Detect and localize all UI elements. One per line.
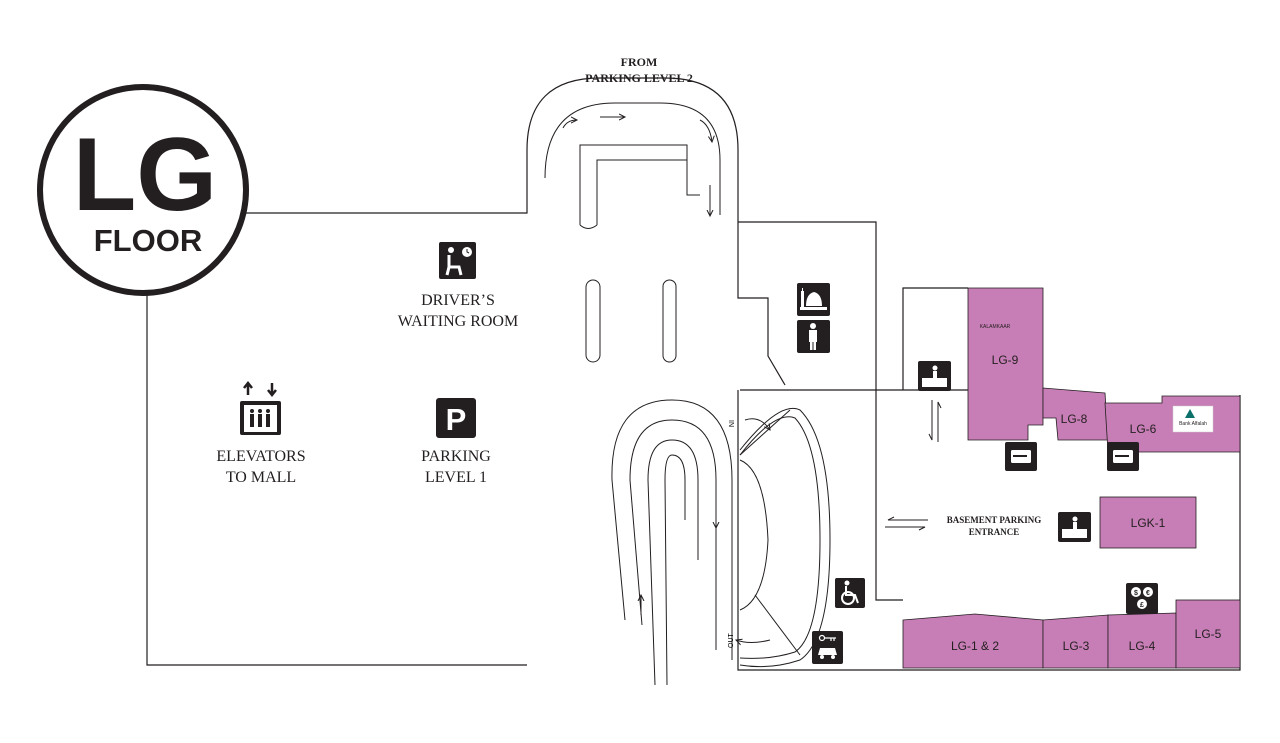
shop-label: LG-4 bbox=[1129, 639, 1156, 653]
parking-label-2: LEVEL 1 bbox=[425, 469, 487, 486]
parking-label-1: PARKING bbox=[421, 448, 491, 465]
currency-exchange-icon: $ € £ bbox=[1126, 583, 1158, 614]
svg-text:£: £ bbox=[1140, 602, 1144, 609]
basement-label-2: ENTRANCE bbox=[969, 527, 1020, 537]
mosque-icon bbox=[797, 283, 830, 316]
svg-text:€: € bbox=[1146, 590, 1150, 597]
from-parking-label-2: PARKING LEVEL 2 bbox=[585, 71, 693, 85]
shop-lgk-1[interactable]: LGK-1 bbox=[1099, 496, 1197, 549]
seated-person-clock-icon bbox=[439, 242, 476, 279]
shop-lg-9[interactable]: LG-9 KALAMKAAR bbox=[967, 287, 1044, 441]
parking-sign: P bbox=[446, 402, 467, 437]
shop-label: LG-8 bbox=[1061, 412, 1088, 426]
parking-bays bbox=[585, 279, 677, 363]
shop-label: LG-6 bbox=[1130, 422, 1157, 436]
shop-lg-4[interactable]: LG-4 bbox=[1107, 612, 1177, 669]
wheelchair-icon bbox=[835, 578, 865, 608]
from-parking-label-1: FROM bbox=[621, 55, 658, 69]
shop-lg-8[interactable]: LG-8 bbox=[1042, 387, 1109, 441]
ramp-top bbox=[544, 102, 721, 229]
in-mark: IN bbox=[727, 420, 734, 427]
elevators-label-1: ELEVATORS bbox=[216, 448, 305, 465]
shop-label: LGK-1 bbox=[1131, 516, 1166, 530]
kalamkaar-logo: KALAMKAAR bbox=[980, 324, 1011, 330]
shop-label: LG-5 bbox=[1195, 627, 1222, 641]
out-mark: OUT bbox=[728, 633, 735, 649]
atm-card-icon bbox=[1005, 442, 1037, 471]
basement-label-1: BASEMENT PARKING bbox=[947, 515, 1041, 525]
shop-lg-3[interactable]: LG-3 bbox=[1042, 614, 1109, 669]
parking-icon: P bbox=[436, 398, 476, 438]
escalator-arrows bbox=[928, 400, 942, 442]
svg-text:$: $ bbox=[1134, 590, 1138, 597]
shop-label: LG-9 bbox=[992, 353, 1019, 367]
bank-alfalah-logo: Bank Alfalah bbox=[1179, 421, 1207, 427]
shop-lg-6[interactable]: LG-6 Bank Alfalah bbox=[1104, 395, 1241, 453]
shop-label: LG-3 bbox=[1063, 639, 1090, 653]
shop-lg-1-2[interactable]: LG-1 & 2 bbox=[902, 613, 1044, 669]
shop-label: LG-1 & 2 bbox=[951, 639, 999, 653]
escalator-icon bbox=[918, 361, 951, 391]
driver-label-1: DRIVER’S bbox=[421, 292, 495, 309]
elevator-icon bbox=[240, 380, 281, 435]
escalator-arrows bbox=[885, 516, 928, 531]
car-key-icon bbox=[812, 631, 843, 664]
atm-card-icon bbox=[1107, 442, 1139, 471]
floor-code: LG bbox=[73, 117, 217, 233]
male-restroom-icon bbox=[797, 320, 830, 353]
floor-badge: LG FLOOR bbox=[37, 84, 249, 296]
elevators-label-2: TO MALL bbox=[226, 469, 296, 486]
shop-lg-5[interactable]: LG-5 bbox=[1175, 599, 1241, 669]
building-outline bbox=[146, 77, 1241, 671]
ramp-bottom bbox=[611, 399, 831, 686]
escalator-icon bbox=[1058, 512, 1091, 542]
floor-label: FLOOR bbox=[94, 223, 203, 258]
driver-label-2: WAITING ROOM bbox=[398, 313, 518, 330]
